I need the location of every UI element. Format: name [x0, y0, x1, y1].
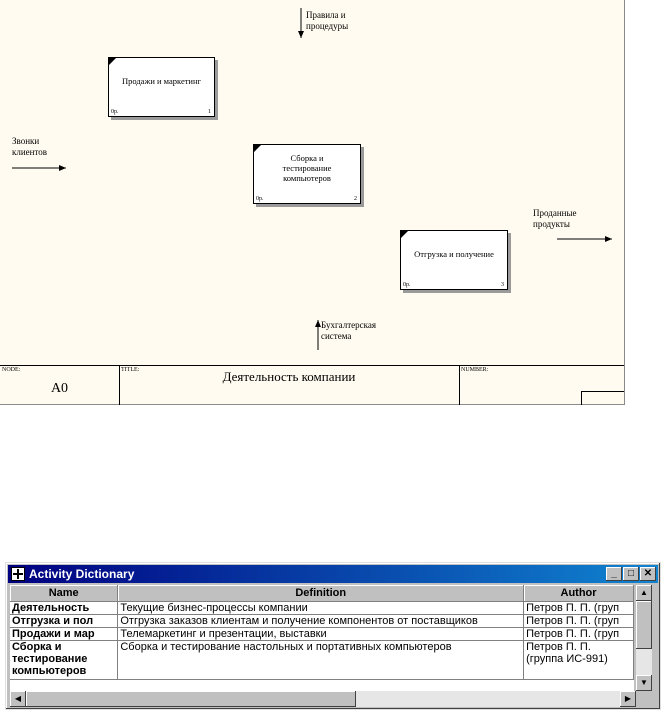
mechanism-arrow-label[interactable]: Бухгалтерская система	[321, 320, 376, 341]
scroll-left-icon[interactable]: ◀	[10, 691, 26, 707]
diagram-title: Деятельность компании	[222, 369, 356, 384]
app-icon[interactable]	[11, 567, 25, 581]
activity-label: Сборка и тестирование компьютеров	[282, 153, 332, 183]
activity-box-1[interactable]: Продажи и маркетинг 0р. 1	[108, 57, 215, 117]
column-header-name[interactable]: Name	[10, 585, 119, 602]
title-cell: TITLE: Деятельность компании	[119, 366, 460, 405]
cell-definition[interactable]: Сборка и тестирование настольных и порта…	[117, 640, 525, 680]
column-header-definition[interactable]: Definition	[117, 585, 525, 602]
activity-cost: 0р.	[111, 109, 119, 115]
close-button[interactable]: ✕	[640, 567, 656, 581]
horizontal-scrollbar[interactable]: ◀ ▶	[10, 691, 636, 707]
cell-author[interactable]: Петров П. П. (груп	[523, 614, 634, 628]
number-caption: NUMBER:	[461, 367, 489, 373]
activity-cost: 0р.	[256, 196, 264, 202]
horizontal-scroll-thumb[interactable]	[26, 691, 356, 707]
minimize-button[interactable]: _	[606, 567, 622, 581]
dictionary-grid[interactable]: Name Definition Author Деятельность Теку…	[10, 585, 634, 691]
diagram-title-block: NODE: A0 TITLE: Деятельность компании NU…	[0, 365, 624, 405]
column-header-author[interactable]: Author	[523, 585, 634, 602]
activity-dictionary-window[interactable]: Activity Dictionary _ □ ✕ Name Definitio…	[5, 562, 661, 710]
scroll-up-icon[interactable]: ▲	[636, 585, 652, 601]
vertical-scrollbar[interactable]: ▲ ▼	[636, 585, 652, 691]
table-row[interactable]: Продажи и мар Телемаркетинг и презентаци…	[10, 627, 634, 641]
activity-label: Отгрузка и получение	[414, 249, 494, 259]
cell-definition[interactable]: Телемаркетинг и презентации, выставки	[117, 627, 525, 641]
window-title: Activity Dictionary	[29, 567, 135, 581]
node-cell: NODE: A0	[0, 366, 120, 405]
cell-author[interactable]: Петров П. П. (груп	[523, 601, 634, 615]
activity-number: 1	[208, 109, 211, 115]
cell-name[interactable]: Отгрузка и пол	[10, 614, 119, 628]
cell-definition[interactable]: Отгрузка заказов клиентам и получение ко…	[117, 614, 525, 628]
cell-name[interactable]: Сборка и тестирование компьютеров	[10, 640, 119, 680]
activity-number: 3	[501, 282, 504, 288]
maximize-button[interactable]: □	[623, 567, 639, 581]
activity-number: 2	[354, 196, 357, 202]
input-arrow-label[interactable]: Звонки клиентов	[12, 136, 48, 157]
box-corner-marker	[109, 58, 116, 65]
box-corner-marker	[401, 231, 408, 238]
activity-box-2[interactable]: Сборка и тестирование компьютеров 0р. 2	[253, 144, 361, 204]
number-cell: NUMBER:	[459, 366, 624, 405]
node-value: A0	[50, 381, 69, 396]
activity-cost: 0р.	[403, 282, 411, 288]
scroll-right-icon[interactable]: ▶	[620, 691, 636, 707]
cell-definition[interactable]: Текущие бизнес-процессы компании	[117, 601, 525, 615]
output-arrow-label[interactable]: Проданные продукты	[533, 208, 577, 229]
table-row[interactable]: Деятельность Текущие бизнес-процессы ком…	[10, 601, 634, 615]
title-caption: TITLE:	[121, 367, 140, 373]
table-row[interactable]: Сборка и тестирование компьютеров Сборка…	[10, 640, 634, 680]
node-caption: NODE:	[2, 367, 21, 373]
activity-box-3[interactable]: Отгрузка и получение 0р. 3	[400, 230, 508, 290]
window-titlebar[interactable]: Activity Dictionary _ □ ✕	[8, 565, 658, 583]
activity-label: Продажи и маркетинг	[121, 76, 202, 86]
number-subbox	[581, 391, 624, 405]
cell-name[interactable]: Деятельность	[10, 601, 119, 615]
idef0-diagram-canvas[interactable]: Правила и процедуры Звонки клиентов Прод…	[0, 0, 625, 405]
box-corner-marker	[254, 145, 261, 152]
cell-name[interactable]: Продажи и мар	[10, 627, 119, 641]
control-arrow-label[interactable]: Правила и процедуры	[306, 10, 349, 31]
cell-author[interactable]: Петров П. П. (груп	[523, 627, 634, 641]
table-row[interactable]: Отгрузка и пол Отгрузка заказов клиентам…	[10, 614, 634, 628]
diagram-arrows	[12, 8, 612, 350]
vertical-scroll-thumb[interactable]	[636, 601, 652, 649]
cell-author[interactable]: Петров П. П. (группа ИС-991)	[523, 640, 634, 680]
scroll-down-icon[interactable]: ▼	[636, 675, 652, 691]
